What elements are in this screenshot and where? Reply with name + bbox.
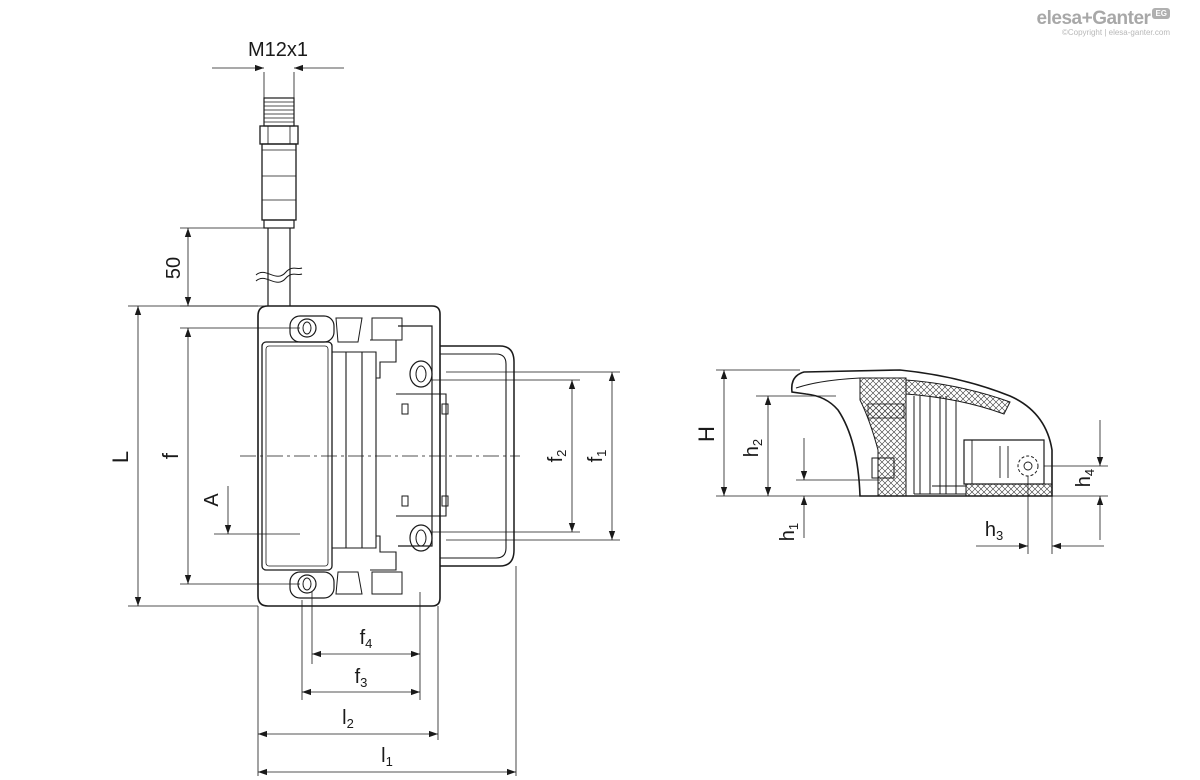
label-A: A — [201, 493, 223, 507]
label-f2: f2 — [545, 450, 569, 463]
hinge-body-front — [240, 305, 520, 607]
label-H: H — [694, 426, 719, 442]
label-f4: f4 — [360, 627, 373, 651]
front-view — [240, 97, 520, 607]
brand-name: elesa+Ganter — [1036, 8, 1151, 29]
label-l1: l1 — [381, 745, 393, 769]
labels: M12x1 50 L f A f2 f1 f4 f3 l2 l1 H h2 h1… — [108, 39, 1097, 769]
m12-connector — [255, 97, 303, 306]
side-hatch-top — [905, 379, 1011, 415]
label-f: f — [158, 452, 183, 459]
side-view — [790, 369, 1053, 497]
label-f1: f1 — [585, 450, 609, 463]
side-dimensions — [716, 369, 1108, 554]
label-L: L — [108, 451, 133, 463]
side-hatch-bottom — [965, 483, 1053, 497]
label-h1: h1 — [777, 523, 801, 541]
label-thread: M12x1 — [248, 39, 308, 61]
label-l2: l2 — [342, 707, 354, 731]
label-f3: f3 — [355, 666, 368, 690]
label-h4: h4 — [1073, 469, 1097, 487]
front-dimensions — [128, 64, 620, 776]
label-h2: h2 — [741, 439, 765, 457]
brand-badge: EG — [1152, 8, 1170, 19]
label-h3: h3 — [985, 519, 1003, 543]
side-outline — [790, 369, 1053, 497]
brand-copyright: ©Copyright | elesa-ganter.com — [1061, 28, 1170, 37]
label-cable: 50 — [163, 257, 185, 279]
